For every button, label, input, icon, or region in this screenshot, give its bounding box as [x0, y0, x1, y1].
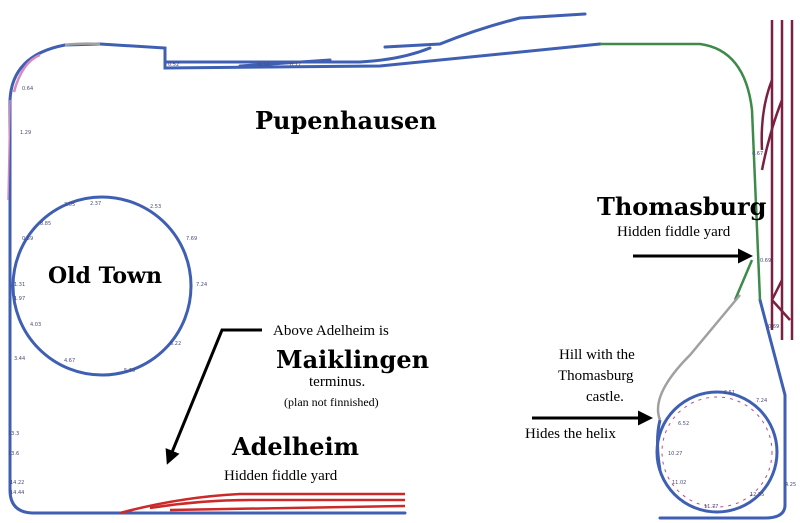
maiklingen-title: Maiklingen [276, 345, 430, 374]
left-edge-markers: 0.64 1.29 1.97 3.44 13.3 13.6 14.22 14.4… [8, 86, 33, 496]
maiklingen-note-line3: terminus. [309, 374, 366, 390]
svg-text:8.85: 8.85 [40, 221, 51, 227]
svg-text:11.77: 11.77 [704, 504, 718, 510]
old-town-loop [11, 195, 193, 377]
svg-text:0.72: 0.72 [258, 62, 269, 68]
helix-markers: 6.51 6.52 7.24 10.27 11.02 11.77 12.55 4… [668, 390, 796, 510]
svg-text:2.37: 2.37 [90, 201, 101, 207]
svg-text:0.52: 0.52 [168, 62, 179, 68]
svg-text:7.69: 7.69 [186, 236, 197, 242]
svg-text:0.69: 0.69 [768, 324, 779, 330]
adelheim-subtitle: Hidden fiddle yard [224, 468, 338, 484]
svg-text:6.52: 6.52 [678, 421, 689, 427]
svg-text:0.59: 0.59 [22, 236, 33, 242]
svg-text:1.29: 1.29 [20, 130, 31, 136]
thomasburg-subtitle: Hidden fiddle yard [617, 224, 731, 240]
thomasburg-yard-markers: 0.67 0.69 0.69 [752, 151, 779, 330]
svg-text:14.22: 14.22 [10, 480, 24, 486]
pink-track-segment [12, 53, 41, 93]
pupenhausen-label: Pupenhausen [255, 106, 437, 135]
svg-text:4.67: 4.67 [64, 358, 75, 364]
svg-text:7.24: 7.24 [196, 282, 207, 288]
pink-track-segment-2 [7, 99, 11, 201]
svg-text:14.44: 14.44 [10, 490, 24, 496]
svg-text:3.05: 3.05 [64, 202, 75, 208]
svg-text:0.67: 0.67 [752, 151, 763, 157]
svg-text:2.53: 2.53 [150, 204, 161, 210]
svg-text:11.02: 11.02 [672, 480, 686, 486]
hill-note-line2: Thomasburg [558, 368, 634, 384]
incline-track [64, 42, 741, 421]
svg-text:0.69: 0.69 [760, 258, 771, 264]
svg-text:0.64: 0.64 [22, 86, 33, 92]
svg-text:13.3: 13.3 [8, 431, 19, 437]
adelheim-fiddle-yard [119, 492, 406, 515]
svg-text:10.27: 10.27 [668, 451, 682, 457]
thomasburg-title: Thomasburg [597, 192, 767, 221]
main-track-loop [8, 12, 787, 520]
hill-note-line3: castle. [586, 389, 624, 405]
svg-text:4.25: 4.25 [785, 482, 796, 488]
svg-text:0.77: 0.77 [290, 62, 301, 68]
svg-text:4.03: 4.03 [30, 322, 41, 328]
old-town-label: Old Town [48, 263, 163, 289]
helix-note: Hides the helix [525, 426, 616, 442]
old-town-markers: 0.59 1.31 2.37 2.53 3.05 4.03 4.67 5.39 … [14, 201, 207, 374]
svg-text:3.44: 3.44 [14, 356, 25, 362]
maiklingen-note-line1: Above Adelheim is [273, 323, 389, 339]
helix-loop [655, 390, 779, 514]
svg-text:13.6: 13.6 [8, 451, 19, 457]
svg-text:5.39: 5.39 [124, 368, 135, 374]
maiklingen-note-line4: (plan not finnished) [284, 395, 379, 409]
maiklingen-arrow [165, 328, 262, 465]
svg-text:1.31: 1.31 [14, 282, 25, 288]
thomasburg-fiddle-yard [760, 20, 794, 340]
adelheim-title: Adelheim [232, 432, 360, 461]
svg-text:7.24: 7.24 [756, 398, 767, 404]
svg-text:6.51: 6.51 [724, 390, 735, 396]
svg-text:1.97: 1.97 [14, 296, 25, 302]
svg-text:12.55: 12.55 [750, 492, 764, 498]
grade-track [600, 42, 762, 301]
svg-text:6.22: 6.22 [170, 341, 181, 347]
top-line-markers: 0.52 0.72 0.77 [168, 62, 301, 68]
hill-note-line1: Hill with the [559, 347, 635, 363]
